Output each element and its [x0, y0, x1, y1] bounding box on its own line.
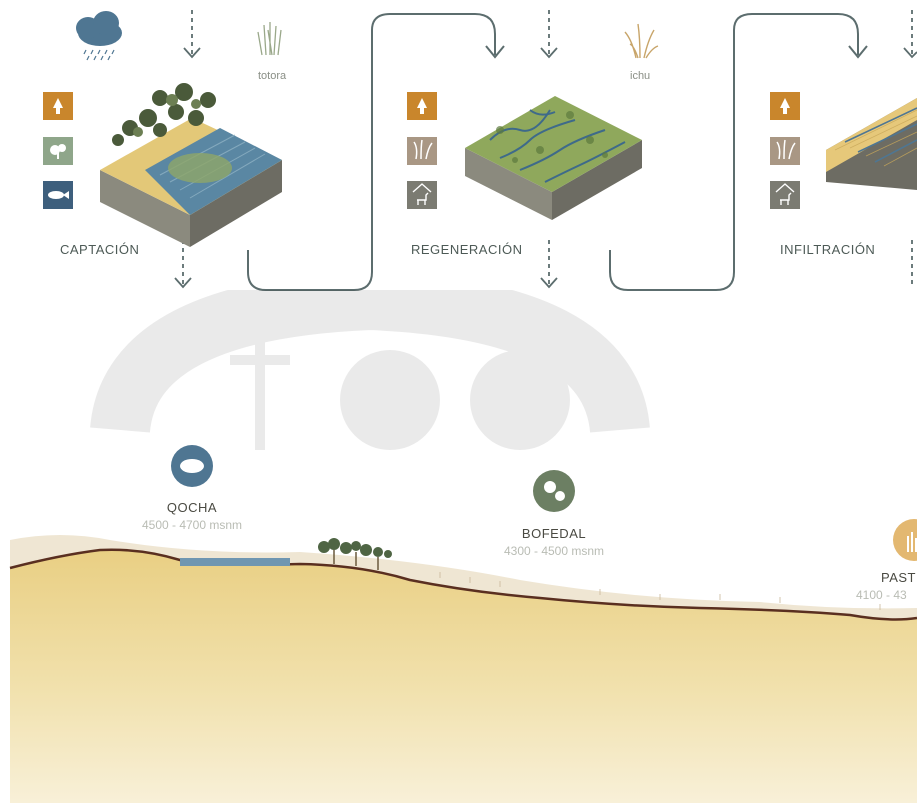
flow-connector-1: [247, 13, 496, 291]
zone-name-pastizal: PAST: [881, 570, 916, 585]
stage3-icon-tiles: [770, 92, 800, 209]
stage-label-infiltracion: INFILTRACIÓN: [780, 242, 876, 257]
rain-cloud-icon: [76, 11, 122, 61]
qocha-pond: [180, 558, 290, 566]
landscape-trees: [318, 538, 392, 558]
plant-label-totora: totora: [258, 70, 287, 82]
stage-label-regeneracion: REGENERACIÓN: [411, 242, 523, 257]
pastizal-icon: [893, 519, 917, 561]
landscape-profile: [9, 535, 917, 803]
bofedal-icon: [533, 470, 575, 512]
qocha-icon: [171, 445, 213, 487]
university-seal-watermark: [90, 290, 650, 450]
flow-connector-2: [609, 13, 859, 291]
zone-altitude-bofedal: 4300 - 4500 msnm: [503, 544, 605, 558]
zone-altitude-pastizal: 4100 - 43: [856, 588, 907, 602]
ichu-plant-icon: [624, 23, 659, 59]
flow-diagram: [43, 10, 917, 291]
captacion-terrain-block: [100, 83, 282, 247]
zone-altitude-qocha: 4500 - 4700 msnm: [141, 518, 243, 532]
stage-label-captacion: CAPTACIÓN: [60, 242, 140, 257]
infiltracion-terrain-block: [826, 98, 917, 190]
stage1-icon-tiles: [43, 92, 73, 209]
regeneracion-terrain-block: [465, 96, 642, 220]
zone-name-bofedal: BOFEDAL: [521, 526, 587, 541]
stage2-icon-tiles: [407, 92, 437, 209]
totora-plant-icon: [257, 22, 282, 56]
zone-name-qocha: QOCHA: [166, 500, 218, 515]
plant-label-ichu: ichu: [630, 70, 651, 82]
dotted-arrows: [174, 10, 917, 289]
